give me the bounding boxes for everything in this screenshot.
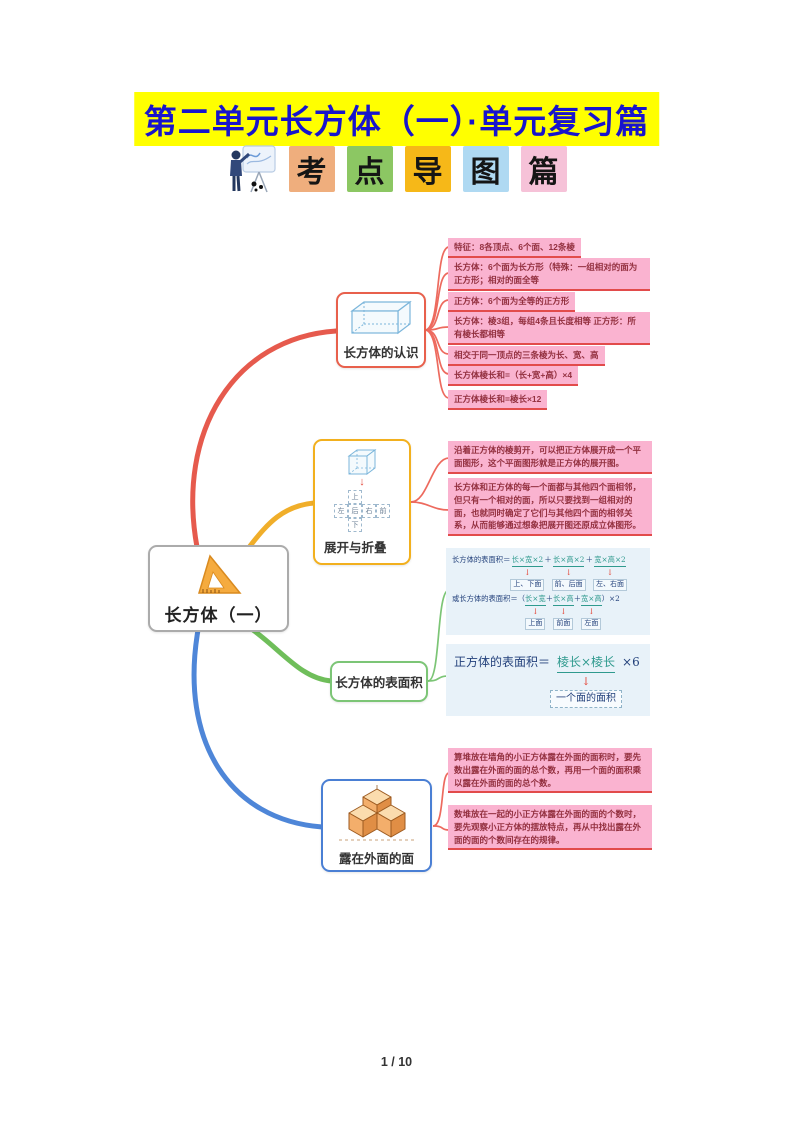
formula-text: ＋ — [585, 555, 593, 564]
formula-annotation: 前、后面 — [551, 579, 586, 591]
leaf-note: 正方体棱长和=棱长×12 — [448, 390, 548, 410]
cube-net-diagram: 上 左 后 右 前 下 — [334, 490, 390, 532]
net-cell: 前 — [376, 504, 390, 518]
formula-annotation: 左、右面 — [592, 579, 627, 591]
net-cell: 下 — [348, 518, 362, 532]
net-cell: 右 — [362, 504, 376, 518]
cube-surface-formula-box: 正方体的表面积＝ 棱长×棱长 ↓ 一个面的面积 ×6 — [446, 644, 650, 716]
cuboid-surface-formula-expanded: 长方体的表面积＝长×宽×2↓上、下面＋长×高×2↓前、后面＋宽×高×2↓左、右面 — [452, 555, 645, 591]
formula-term: 长×高×2↓前、后面 — [551, 555, 586, 591]
triangle-ruler-icon — [197, 553, 242, 594]
root-label: 长方体（一） — [164, 605, 273, 625]
formula-term: 宽×高↓左面 — [581, 594, 602, 630]
formula-term: 宽×高×2↓左、右面 — [592, 555, 627, 591]
formula-text: ＋ — [573, 594, 581, 603]
branch-label: 长方体的认识 — [343, 346, 419, 360]
net-cell: 左 — [334, 504, 348, 518]
branch-label: 展开与折叠 — [324, 541, 387, 555]
cube-surface-formula: 正方体的表面积＝ 棱长×棱长 ↓ 一个面的面积 ×6 — [454, 654, 644, 708]
leaf-note: 相交于同一顶点的三条棱为长、宽、高 — [448, 346, 605, 366]
down-arrow-icon: ↓ — [531, 607, 539, 617]
formula-text: ＋ — [544, 555, 552, 564]
formula-text: ）×2 — [601, 594, 620, 603]
down-arrow-icon: ↓ — [559, 607, 567, 617]
surface-area-formula-box: 长方体的表面积＝长×宽×2↓上、下面＋长×高×2↓前、后面＋宽×高×2↓左、右面… — [446, 548, 650, 635]
formula-term: 棱长×棱长 — [556, 654, 616, 673]
down-arrow-icon: ↓ — [606, 568, 614, 578]
page-number: 1 / 10 — [380, 1055, 413, 1069]
down-arrow-icon: ↓ — [588, 607, 595, 617]
net-cell: 后 — [348, 504, 362, 518]
leaf-note: 特征：8各顶点、6个面、12条棱 — [448, 238, 581, 258]
down-arrow-icon: ↓ — [581, 674, 591, 688]
branch-node-renshi: 长方体的认识 — [336, 292, 426, 368]
formula-annotation: 上面 — [525, 618, 546, 630]
branch-node-zhankai: ↓ 上 左 后 右 前 下 展开与折叠 — [313, 439, 411, 565]
leaf-note: 算堆放在墙角的小正方体露在外面的面积时，要先数出露在外面的面的总个数，再用一个面… — [448, 748, 652, 794]
banner-tile: 点 — [346, 146, 393, 192]
formula-term: 长×宽×2↓上、下面 — [510, 555, 545, 591]
formula-suffix: ×6 — [622, 655, 640, 669]
branch-node-louzaiwaimian: 露在外面的面 — [321, 779, 432, 872]
net-cell: 上 — [348, 490, 362, 504]
formula-text: 或长方体的表面积＝（ — [452, 594, 525, 603]
formula-term: 长×高↓前面 — [552, 594, 574, 630]
down-arrow-icon: ↓ — [565, 568, 573, 578]
stacked-cubes-icon — [338, 784, 415, 840]
leaf-note: 长方体：棱3组，每组4条且长度相等 正方形：所有棱长都相等 — [448, 312, 650, 345]
leaf-note: 数堆放在一起的小正方体露在外面的面的个数时，要先观察小正方体的摆放特点，再从中找… — [448, 805, 652, 851]
cuboid-surface-formula-factored: 或长方体的表面积＝（长×宽↓上面＋长×高↓前面＋宽×高↓左面）×2 — [452, 594, 645, 630]
formula-annotation: 前面 — [553, 618, 574, 630]
mindmap-root-node: 长方体（一） — [148, 545, 289, 632]
formula-annotation: 上、下面 — [510, 579, 545, 591]
banner: 考 点 导 图 篇 — [0, 142, 793, 196]
down-arrow-icon: ↓ — [524, 568, 531, 578]
banner-tile-char: 点 — [354, 155, 385, 190]
banner-tile-char: 考 — [296, 155, 327, 190]
leaf-note: 长方体：6个面为长方形（特殊：一组相对的面为正方形；相对的面全等 — [448, 258, 650, 291]
banner-tile-char: 图 — [470, 155, 501, 190]
leaf-note: 长方体和正方体的每一个面都与其他四个面相邻，但只有一个相对的面，所以只要找到一组… — [448, 478, 652, 536]
banner-tile-char: 篇 — [528, 155, 559, 190]
banner-tile-char: 导 — [412, 155, 443, 190]
formula-annotation: 左面 — [581, 618, 602, 630]
leaf-note: 沿着正方体的棱剪开，可以把正方体展开成一个平面图形，这个平面图形就是正方体的展开… — [448, 441, 652, 474]
branch-label: 长方体的表面积 — [335, 676, 423, 690]
banner-tile: 考 — [288, 146, 335, 192]
cuboid-icon — [350, 300, 412, 335]
formula-annotation: 一个面的面积 — [550, 689, 623, 708]
unfold-arrow-icon: ↓ — [359, 476, 365, 488]
page-title: 第二单元长方体（一）·单元复习篇 — [133, 92, 660, 146]
presenter-icon — [229, 145, 276, 193]
cube-icon — [347, 449, 377, 475]
banner-tile: 导 — [404, 146, 451, 192]
branch-label: 露在外面的面 — [338, 851, 414, 866]
banner-tile: 图 — [462, 146, 509, 192]
formula-text: 长方体的表面积＝ — [452, 555, 511, 564]
leaf-note: 正方体：6个面为全等的正方形 — [448, 292, 576, 312]
leaf-note: 长方体棱长和=（长+宽+高）×4 — [448, 366, 579, 386]
formula-prefix: 正方体的表面积＝ — [454, 655, 551, 669]
formula-term: 长×宽↓上面 — [524, 594, 546, 630]
formula-text: ＋ — [545, 594, 553, 603]
banner-tile: 篇 — [520, 146, 567, 192]
branch-node-biaomianji: 长方体的表面积 — [330, 661, 428, 702]
